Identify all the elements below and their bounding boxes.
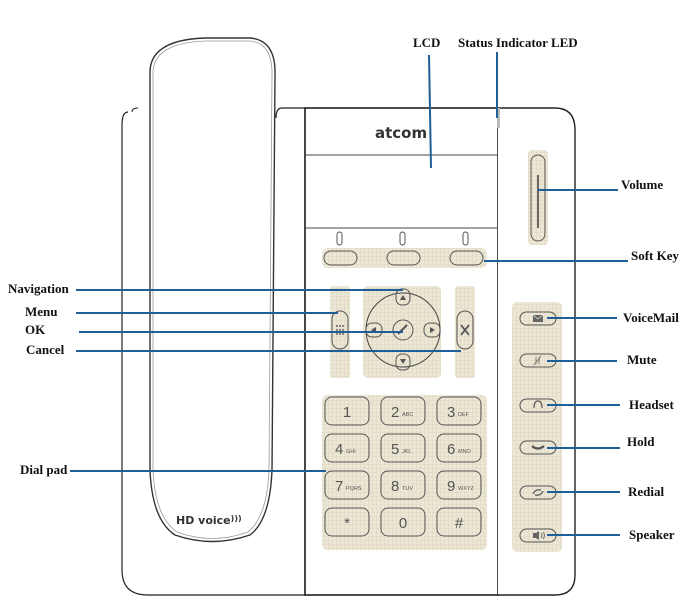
- soft-key-2[interactable]: [386, 250, 421, 266]
- dial-key-letters: GHI: [346, 449, 356, 455]
- soft-keys: [322, 231, 487, 268]
- dial-key-letters: MNO: [458, 449, 472, 455]
- nav-down-key[interactable]: [395, 353, 411, 371]
- dial-key-letters: TUV: [402, 486, 413, 492]
- dial-key-digit: 0: [399, 515, 407, 532]
- label-status-led: Status Indicator LED: [458, 35, 578, 50]
- soft-key-1[interactable]: [323, 250, 358, 266]
- dial-key-hash[interactable]: #: [436, 507, 482, 537]
- phone-cradle-outline: [121, 107, 306, 596]
- leader-lines: [70, 52, 628, 536]
- dial-key-letters: DEF: [458, 412, 470, 418]
- dial-key-digit: 5: [391, 441, 399, 458]
- label-ok: OK: [25, 322, 46, 337]
- label-mute: Mute: [627, 352, 657, 367]
- dial-key-letters: ABC: [402, 412, 413, 418]
- soft-key-3[interactable]: [449, 250, 484, 266]
- dial-key-letters: JKL: [402, 449, 411, 455]
- dial-key-digit: #: [455, 515, 464, 532]
- dial-key-1[interactable]: 1: [324, 396, 370, 426]
- nav-left-key[interactable]: [365, 322, 383, 338]
- nav-right-key[interactable]: [423, 322, 441, 338]
- dial-key-digit: *: [344, 515, 350, 532]
- volume-control[interactable]: [528, 150, 548, 245]
- label-menu: Menu: [25, 304, 58, 319]
- dial-key-digit: 8: [391, 478, 399, 495]
- dial-key-letters: PQRS: [346, 486, 362, 492]
- hd-voice-label: HD voice: [176, 514, 231, 527]
- label-volume: Volume: [621, 177, 664, 192]
- dial-key-digit: 7: [335, 478, 343, 495]
- label-navigation: Navigation: [8, 281, 69, 296]
- dial-key-star[interactable]: *: [324, 507, 370, 537]
- wave-icon: ))): [230, 514, 242, 523]
- dial-key-digit: 6: [447, 441, 455, 458]
- dial-key-digit: 4: [335, 441, 343, 458]
- dial-key-digit: 3: [447, 404, 455, 421]
- dial-key-0[interactable]: 0: [380, 507, 426, 537]
- label-soft-key: Soft Key: [631, 248, 680, 263]
- label-redial: Redial: [628, 484, 665, 499]
- lcd-leader: [428, 54, 432, 169]
- label-lcd: LCD: [413, 35, 441, 50]
- label-cancel: Cancel: [26, 342, 65, 357]
- function-keys-background: [512, 302, 562, 552]
- ok-key[interactable]: [392, 319, 414, 341]
- label-headset: Headset: [629, 397, 674, 412]
- label-hold: Hold: [627, 434, 655, 449]
- dial-key-digit: 2: [391, 404, 399, 421]
- brand-logo: atcom: [375, 124, 428, 142]
- cancel-key[interactable]: [455, 286, 475, 378]
- label-speaker: Speaker: [629, 527, 675, 542]
- label-voicemail: VoiceMail: [623, 310, 679, 325]
- dial-key-letters: WXYZ: [458, 486, 475, 492]
- label-dial-pad: Dial pad: [20, 462, 68, 477]
- hd-voice-badge: HD voice))): [176, 514, 242, 527]
- dial-key-digit: 9: [447, 478, 455, 495]
- dial-key-digit: 1: [343, 404, 351, 421]
